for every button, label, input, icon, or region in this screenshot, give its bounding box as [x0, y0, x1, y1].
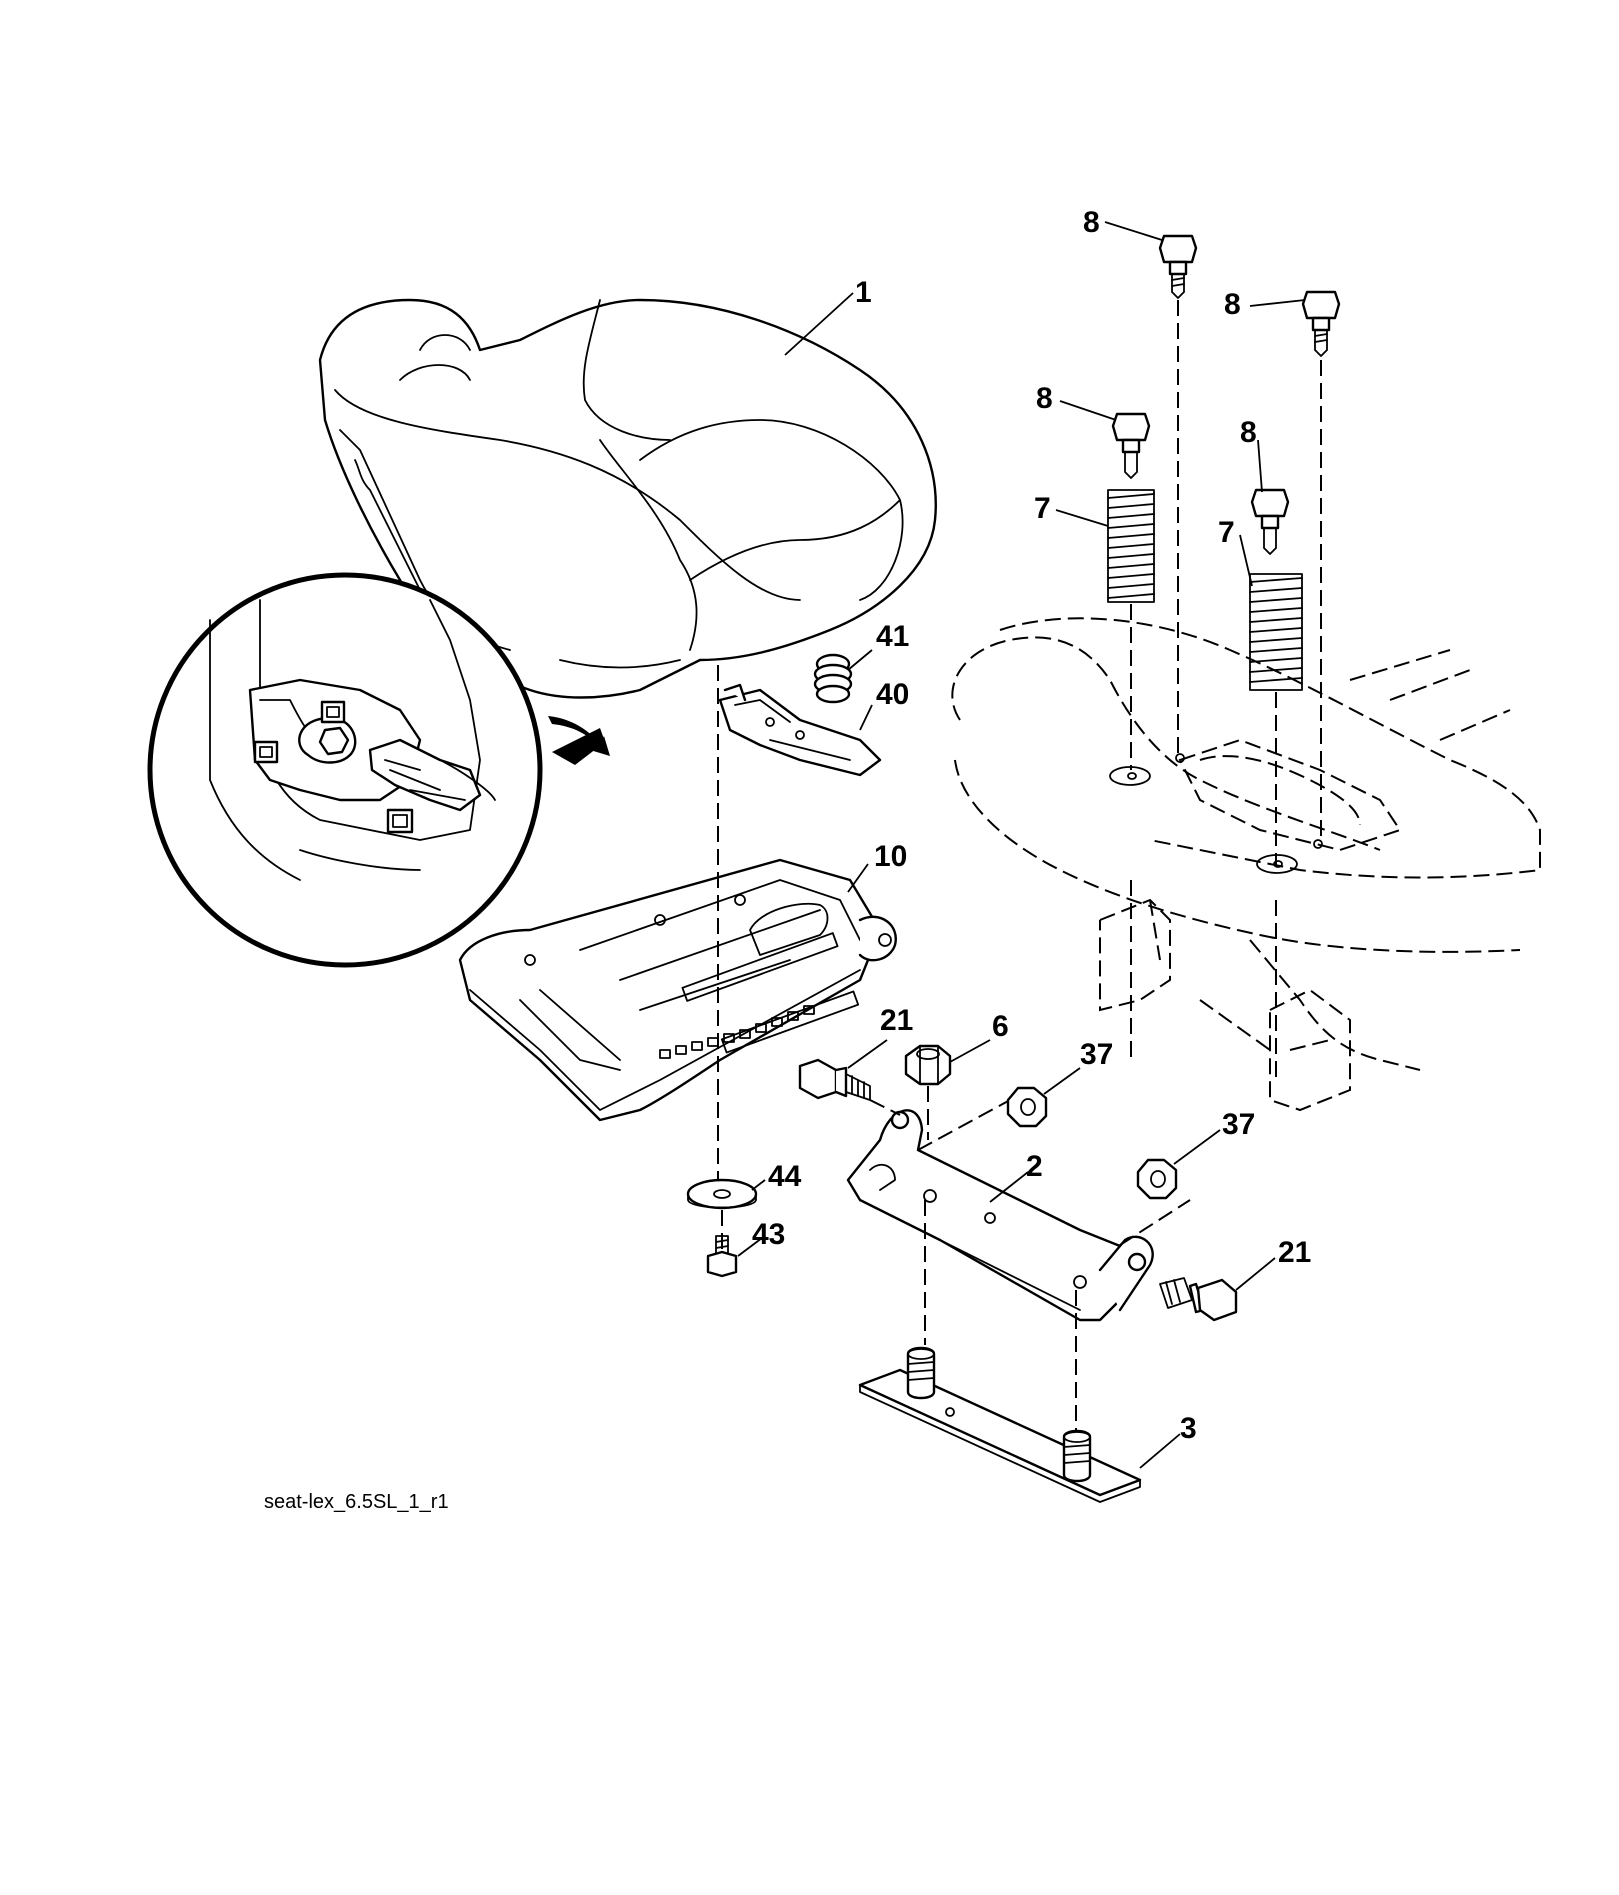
callout-44: 44	[768, 1160, 802, 1193]
callout-10: 10	[874, 840, 907, 873]
callout-3: 3	[1180, 1412, 1197, 1445]
diagram-caption: seat-lex_6.5SL_1_r1	[264, 1491, 449, 1513]
callout-7-left: 7	[1034, 492, 1051, 525]
callout-40: 40	[876, 678, 909, 711]
bolt-part-21-a	[798, 1058, 871, 1101]
callout-41: 41	[876, 620, 909, 653]
callout-8-left: 8	[1036, 382, 1053, 415]
nut-part-37-a	[1006, 1086, 1048, 1128]
seat-pan-slots	[659, 1005, 815, 1059]
callout-8-right: 8	[1224, 288, 1241, 321]
plate-part-3	[858, 1346, 1142, 1503]
washer-part-44	[686, 1178, 758, 1210]
bolt-part-8-b	[1301, 290, 1341, 357]
latch-part-40	[718, 683, 882, 777]
callout-37-upper: 37	[1080, 1038, 1113, 1071]
bolt-part-8-d	[1250, 488, 1290, 555]
callout-labels: 1 8 8 8 8 7 7 41 40 10 21 6 37 37 2 44 4…	[752, 206, 1311, 1445]
leader-lines	[737, 221, 1306, 1469]
callout-21-left: 21	[880, 1004, 913, 1037]
spring-part-41	[813, 653, 853, 704]
callout-1: 1	[855, 276, 872, 309]
callout-6: 6	[992, 1010, 1009, 1043]
spring-part-7-a	[1107, 489, 1155, 603]
callout-2: 2	[1026, 1150, 1043, 1183]
screw-part-43	[706, 1235, 738, 1278]
bolt-part-8-a	[1158, 234, 1198, 299]
seat-pan-part-10	[458, 858, 897, 1122]
callout-37-lower: 37	[1222, 1108, 1255, 1141]
callout-8-top: 8	[1083, 206, 1100, 239]
bolt-21-a-axis	[869, 1099, 901, 1116]
callout-8-lower: 8	[1240, 416, 1257, 449]
bolt-part-21-b	[1159, 1277, 1238, 1322]
bracket-part-2	[846, 1098, 1191, 1322]
spring-part-7-b	[1249, 573, 1303, 691]
bolt-part-8-c	[1111, 412, 1151, 479]
fender-frame-outline	[951, 617, 1541, 1112]
nut-part-37-b	[1136, 1158, 1178, 1200]
nut-part-6	[904, 1044, 952, 1086]
callout-21-right: 21	[1278, 1236, 1311, 1269]
callout-43: 43	[752, 1218, 785, 1251]
callout-7-right: 7	[1218, 516, 1235, 549]
detail-magnifier	[147, 572, 610, 968]
